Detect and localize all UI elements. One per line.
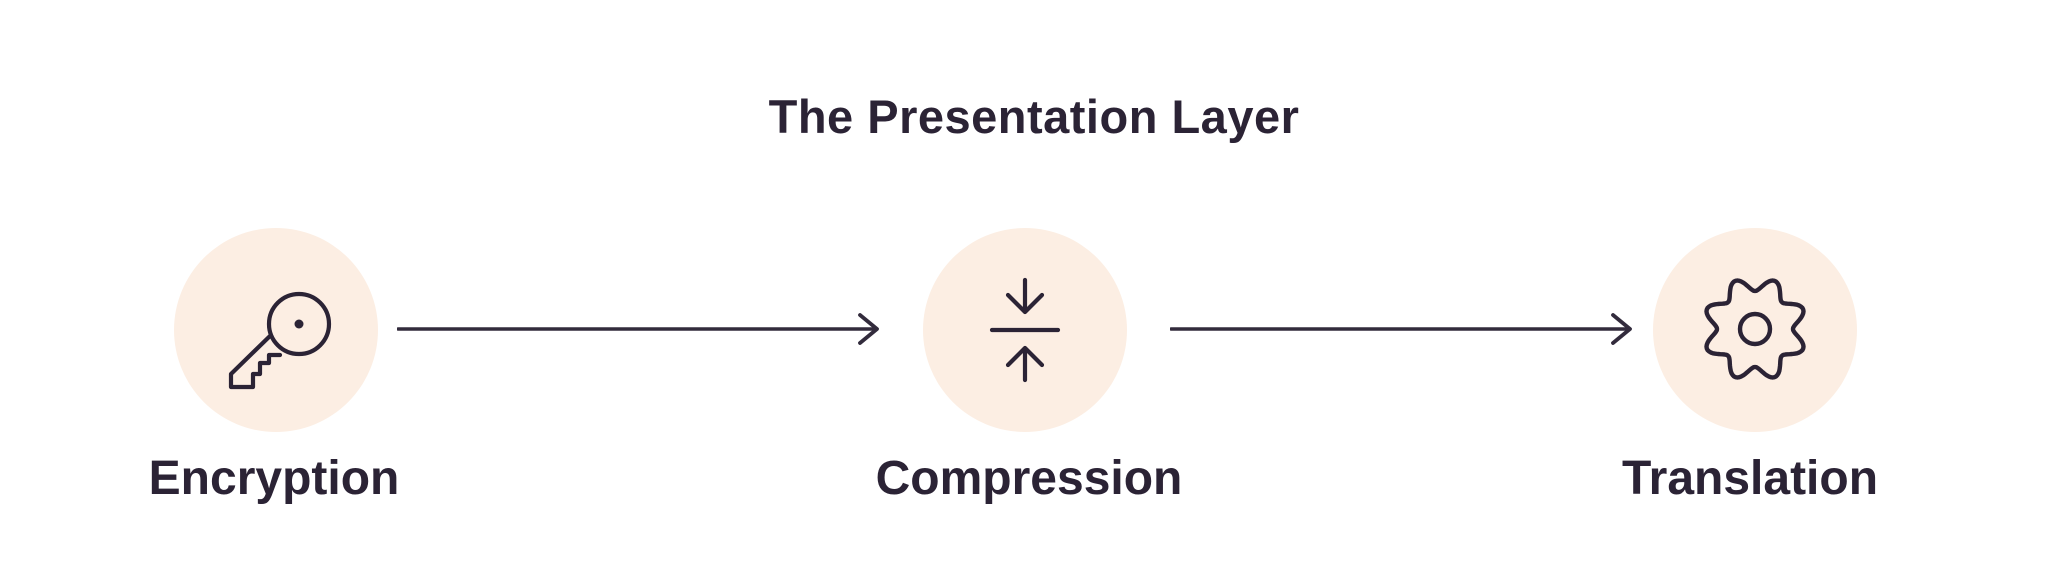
compress-icon <box>989 277 1061 383</box>
arrow-compression-to-translation <box>1170 313 1632 345</box>
node-encryption <box>174 228 378 432</box>
node-translation <box>1653 228 1857 432</box>
node-label-translation: Translation <box>1621 452 1879 505</box>
key-icon <box>228 291 332 390</box>
node-compression <box>923 228 1127 432</box>
page-title: The Presentation Layer <box>768 90 1300 143</box>
arrow-encryption-to-compression <box>397 313 879 345</box>
gear-icon <box>1704 278 1806 380</box>
node-label-encryption: Encryption <box>148 452 400 505</box>
node-label-compression: Compression <box>875 452 1183 505</box>
